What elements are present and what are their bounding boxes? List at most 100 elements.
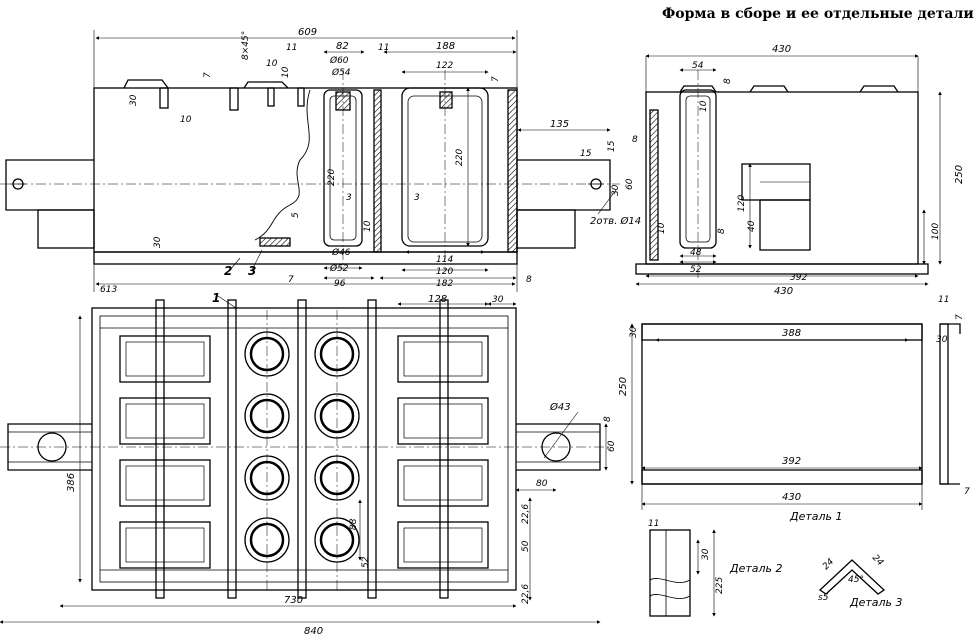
dim-10c: 10 xyxy=(363,220,373,232)
part-label-2: 2 xyxy=(224,264,232,278)
detail-1-side-profile xyxy=(939,323,949,485)
dim-phi60: Ø60 xyxy=(329,55,349,66)
side-dim-54: 54 xyxy=(692,61,704,71)
plan-dim-phi43: Ø43 xyxy=(549,401,571,413)
side-dim-392: 392 xyxy=(790,273,807,283)
dim-11-mid: 11 xyxy=(378,43,389,53)
left-lug-support xyxy=(37,209,95,249)
dim-60-right: 60 xyxy=(625,178,635,190)
d2-dim-30: 30 xyxy=(701,548,711,560)
d1-dim-11: 11 xyxy=(938,295,949,305)
part-2-block xyxy=(259,237,291,247)
detail-2-body xyxy=(649,529,691,617)
front-view-labels: 609 8×45° 11 82 11 188 10 10 7 7 30 10 Ø… xyxy=(100,27,641,295)
d3-dim-24b: 24 xyxy=(870,553,885,568)
rect-cavity-plug xyxy=(439,91,453,109)
side-dim-52: 52 xyxy=(690,265,702,275)
plan-frame-outer xyxy=(91,307,517,591)
plan-bar-4 xyxy=(367,299,377,599)
dim-220a: 220 xyxy=(327,169,337,186)
detail-2-labels: 11 30 225 Деталь 2 xyxy=(648,519,783,594)
side-top-clip-2 xyxy=(749,85,789,93)
plan-dim-60: 60 xyxy=(607,440,617,452)
side-dim-10a: 10 xyxy=(699,100,709,112)
side-dim-120: 120 xyxy=(737,195,747,212)
d1-dim-392: 392 xyxy=(782,456,801,467)
side-top-clip-1 xyxy=(679,85,717,93)
dim-11-left: 11 xyxy=(286,43,297,53)
plan-dim-226a: 22,6 xyxy=(521,504,531,524)
side-dim-8a: 8 xyxy=(723,78,733,84)
d1-label: Деталь 1 xyxy=(789,510,843,523)
dim-120: 120 xyxy=(436,267,453,277)
side-dim-48: 48 xyxy=(690,248,702,258)
drawing-title: Форма в сборе и ее отдельные детали xyxy=(662,6,974,22)
dim-182: 182 xyxy=(436,279,453,289)
right-lug-support xyxy=(516,209,576,249)
dim-30-right: 30 xyxy=(611,184,621,196)
d1-dim-250: 250 xyxy=(618,377,629,396)
side-dim-10b: 10 xyxy=(657,222,667,234)
dim-phi52: Ø52 xyxy=(329,263,349,274)
dim-3a: 3 xyxy=(346,193,352,203)
cell-right-3 xyxy=(397,459,489,507)
dim-phi46: Ø46 xyxy=(331,247,351,258)
detail-2-dimension-lines xyxy=(696,529,716,617)
plan-dim-8: 8 xyxy=(603,416,613,422)
side-dim-8c: 8 xyxy=(717,228,727,234)
plan-view xyxy=(0,299,610,599)
top-clip-mid xyxy=(243,81,289,89)
d1-dim-7a: 7 xyxy=(955,314,965,320)
detail-2-break xyxy=(649,578,691,583)
dim-609: 609 xyxy=(298,27,317,38)
dim-220b: 220 xyxy=(455,149,465,166)
plan-dim-128: 128 xyxy=(428,294,447,305)
side-dim-40: 40 xyxy=(747,220,757,232)
partition xyxy=(373,89,382,253)
dim-15a: 15 xyxy=(580,149,592,159)
dim-10-lower: 10 xyxy=(180,115,192,125)
cell-left-4 xyxy=(119,521,211,569)
form-body xyxy=(93,87,518,253)
side-view xyxy=(635,70,929,280)
side-view-labels: 430 54 8 10 8 250 120 40 100 10 8 48 52 … xyxy=(632,44,965,297)
d1-dim-430: 430 xyxy=(782,492,801,503)
plan-dim-50: 50 xyxy=(521,540,531,552)
d1-dim-30b: 30 xyxy=(936,335,948,345)
detail-2 xyxy=(649,529,691,617)
cell-right-4 xyxy=(397,521,489,569)
cell-left-2 xyxy=(119,397,211,445)
dim-7c: 7 xyxy=(288,275,294,285)
d3-angle: 45° xyxy=(848,575,864,585)
side-body xyxy=(645,91,919,265)
side-lug-support xyxy=(759,199,811,251)
plan-frame-inner xyxy=(99,315,509,583)
dim-188: 188 xyxy=(436,41,455,52)
cell-right-2 xyxy=(397,397,489,445)
dim-30-left: 30 xyxy=(129,94,139,106)
d3-dim-24a: 24 xyxy=(821,557,836,572)
dim-7a: 7 xyxy=(203,72,213,78)
side-base xyxy=(635,263,929,275)
dim-10b: 10 xyxy=(281,66,291,78)
dim-613: 613 xyxy=(100,285,117,295)
plan-bar-5 xyxy=(439,299,449,599)
dim-82: 82 xyxy=(336,41,349,52)
detail-3-angle xyxy=(818,559,886,595)
detail-1 xyxy=(641,323,961,485)
plan-dim-840: 840 xyxy=(304,626,323,637)
detail-1-dimension-lines xyxy=(630,323,923,510)
dim-7b: 7 xyxy=(491,76,501,82)
detail-1-bottom-flange xyxy=(641,469,923,485)
dim-8: 8 xyxy=(526,275,532,285)
clip-tab-3 xyxy=(267,87,275,107)
plan-dim-30: 30 xyxy=(492,295,504,305)
side-dim-430-bottom: 430 xyxy=(774,286,793,297)
break-line xyxy=(254,89,311,241)
cell-right-1 xyxy=(397,335,489,383)
left-lug xyxy=(5,159,94,211)
side-dim-430-top: 430 xyxy=(772,44,791,55)
plan-dim-226b: 22,6 xyxy=(521,584,531,604)
holes-note: 2отв. Ø14 xyxy=(590,215,641,227)
